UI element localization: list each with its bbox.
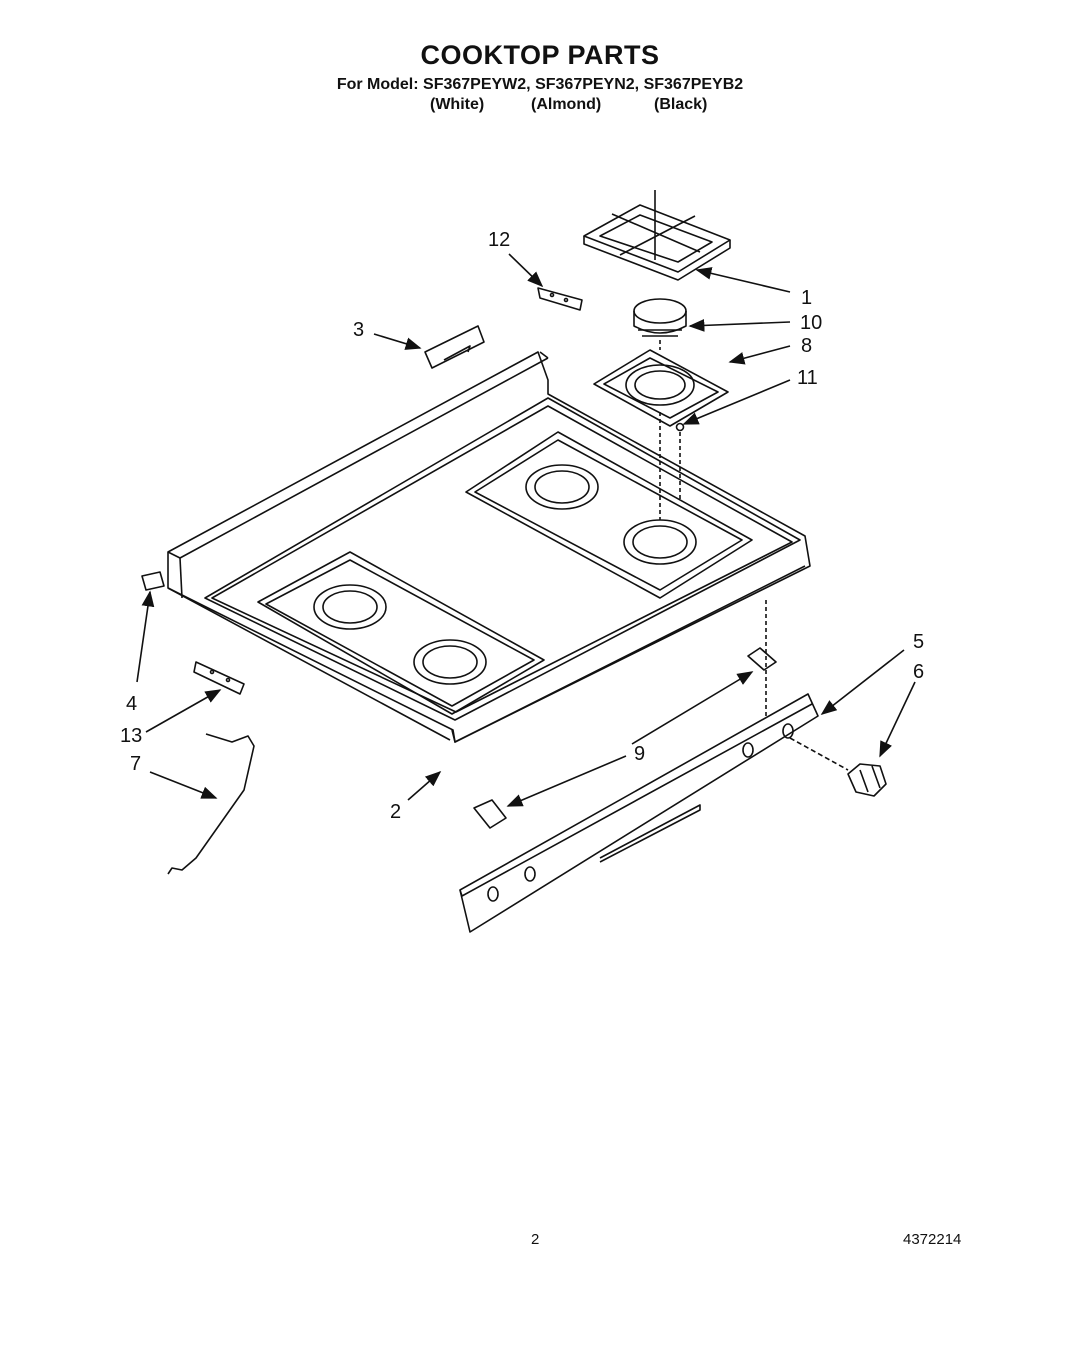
callout-leaders xyxy=(136,253,916,807)
clip-9-upper xyxy=(747,647,777,671)
control-knob xyxy=(847,763,887,797)
clip-12 xyxy=(537,287,583,311)
callout-11: 11 xyxy=(797,367,818,389)
callout-9: 9 xyxy=(634,743,645,765)
variant-black: (Black) xyxy=(654,96,708,113)
burner-grate xyxy=(583,190,731,281)
burner-base-plate xyxy=(593,349,729,427)
page-title: COOKTOP PARTS xyxy=(420,40,660,70)
callout-6: 6 xyxy=(913,661,924,683)
clip-13 xyxy=(193,661,245,695)
right-burner-plate xyxy=(465,431,753,599)
support-rod xyxy=(167,733,255,875)
callout-13: 13 xyxy=(120,725,142,747)
variant-white: (White) xyxy=(430,96,485,113)
page-number: 2 xyxy=(531,1231,540,1248)
callout-4: 4 xyxy=(126,693,137,715)
clip-9-lower xyxy=(473,799,507,829)
callout-12: 12 xyxy=(488,229,510,251)
model-numbers: For Model: SF367PEYW2, SF367PEYN2, SF367… xyxy=(336,76,744,93)
callout-10: 10 xyxy=(800,312,822,334)
callout-7: 7 xyxy=(130,753,141,775)
screw-fastener xyxy=(659,340,685,520)
left-burner-plate xyxy=(257,551,545,715)
callout-5: 5 xyxy=(913,631,924,653)
control-panel xyxy=(459,600,849,933)
callout-labels: 1 2 3 4 5 6 7 8 9 10 11 12 13 xyxy=(120,229,924,823)
callout-1: 1 xyxy=(801,287,812,309)
callout-8: 8 xyxy=(801,335,812,357)
callout-3: 3 xyxy=(353,319,364,341)
document-number: 4372214 xyxy=(903,1231,962,1248)
cooktop-panel xyxy=(167,351,811,743)
variant-almond: (Almond) xyxy=(531,96,602,113)
bracket-4 xyxy=(141,571,165,591)
burner-cap xyxy=(633,298,687,337)
bracket-3 xyxy=(424,325,485,369)
callout-2: 2 xyxy=(390,801,401,823)
